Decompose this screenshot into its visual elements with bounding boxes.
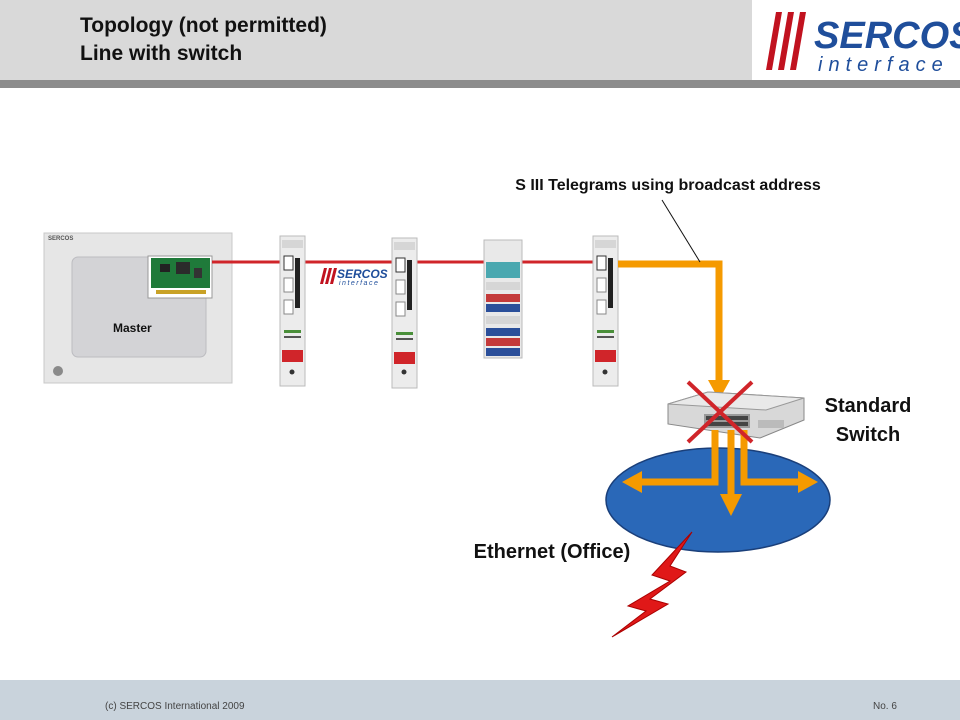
servo-drive-2: [391, 237, 418, 389]
inline-logo-main: SERCOS: [337, 267, 388, 281]
servo-drive-1: [279, 235, 306, 387]
ethernet-distribution-arrows: [622, 430, 818, 516]
page-title: Topology (not permitted) Line with switc…: [80, 12, 327, 68]
footer-copyright: (c) SERCOS International 2009: [105, 701, 245, 712]
sercos-logo-graphic: SERCOS interface: [766, 12, 960, 76]
master-led-icon: [53, 366, 63, 376]
orange-telegram-path: [618, 260, 730, 400]
master-label: Master: [113, 321, 152, 335]
lightning-bolt-icon: [611, 531, 693, 638]
ethernet-label: Ethernet (Office): [474, 541, 631, 563]
standard-switch: [667, 391, 805, 439]
title-line-2: Line with switch: [80, 42, 243, 65]
header-divider: [0, 80, 960, 88]
telegram-label: S III Telegrams using broadcast address: [515, 177, 821, 194]
master-controller: SERCOS Master: [43, 232, 233, 384]
io-module: [483, 239, 523, 359]
footer-bar: [0, 680, 960, 720]
master-brand: SERCOS: [48, 236, 73, 242]
ethernet-office-cloud: [605, 447, 831, 553]
title-line-1: Topology (not permitted): [80, 14, 327, 37]
switch-label-line2: Switch: [836, 424, 900, 446]
logo-brand-sub: interface: [818, 54, 949, 76]
inline-sercos-logo: SERCOS interface: [320, 267, 388, 287]
callout-line: [661, 199, 701, 263]
not-permitted-cross-icon: [686, 380, 754, 444]
sercos-logo: SERCOS interface: [752, 0, 960, 80]
switch-label-line1: Standard: [825, 395, 912, 417]
logo-brand-main: SERCOS: [814, 15, 960, 57]
pci-card-icon: [147, 255, 213, 299]
inline-logo-sub: interface: [339, 280, 379, 287]
page-number: No. 6: [873, 701, 897, 712]
servo-drive-3: [592, 235, 619, 387]
